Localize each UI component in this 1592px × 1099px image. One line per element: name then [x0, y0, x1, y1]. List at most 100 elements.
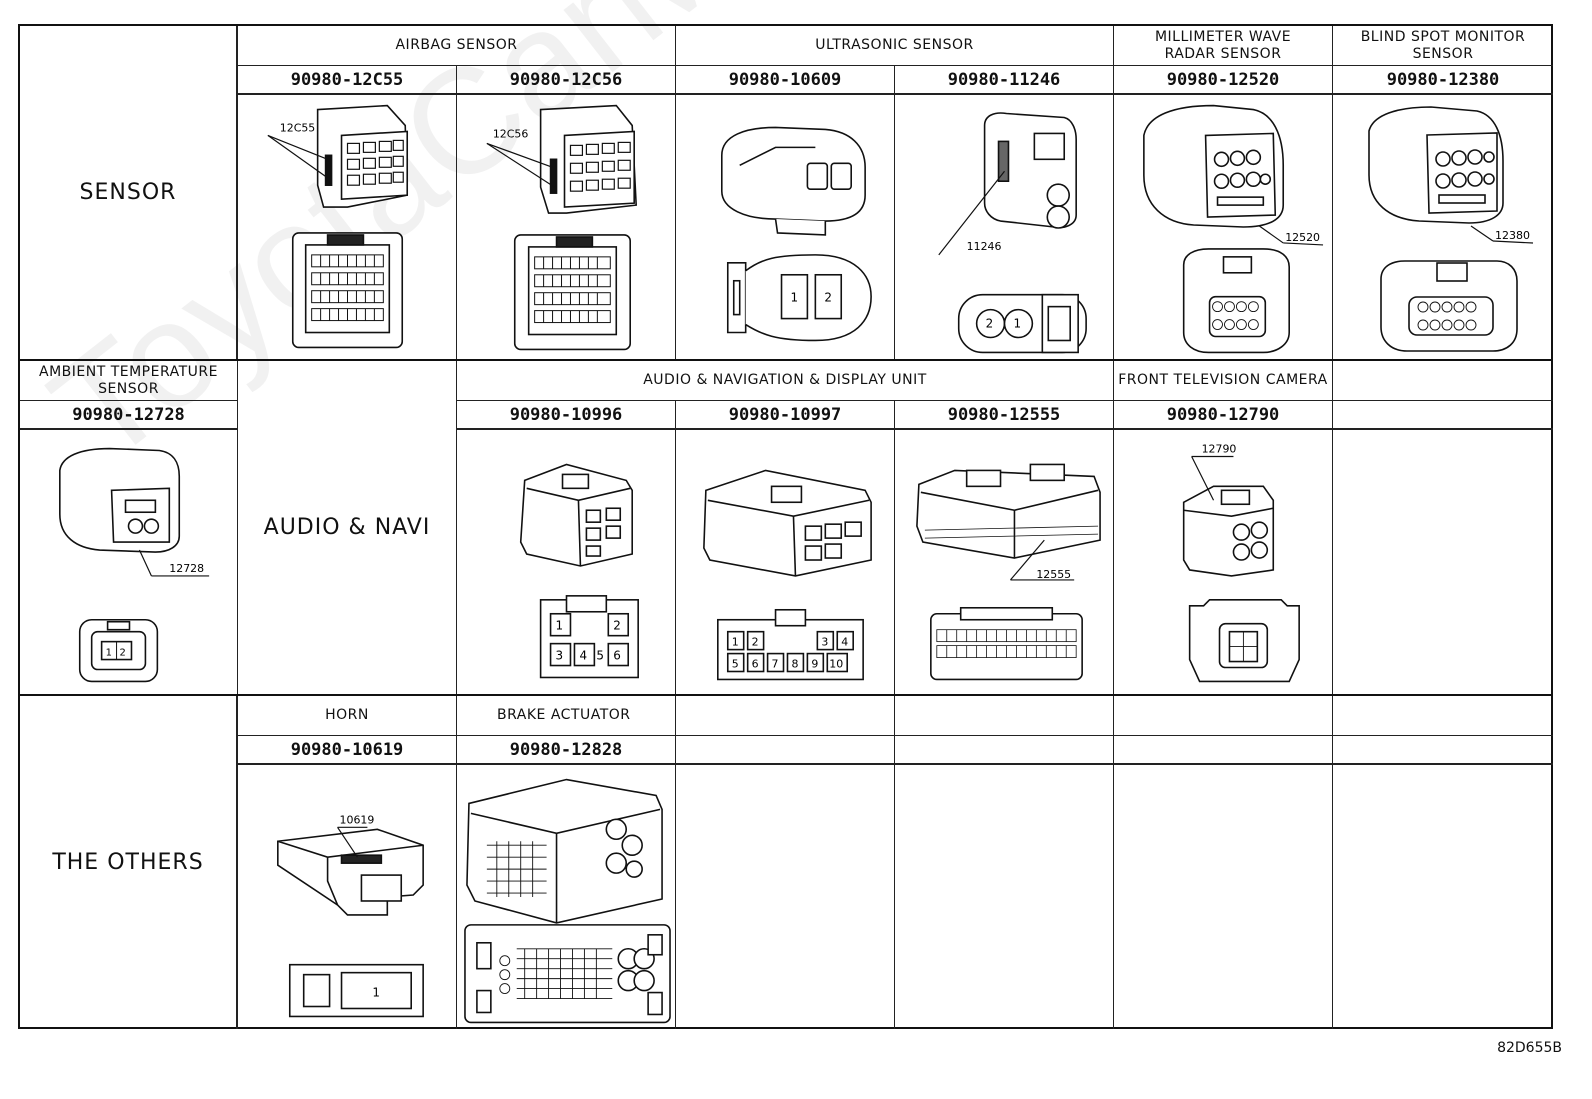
connector-drawing-12555: 12555 [895, 430, 1114, 694]
callout-12380: 12380 [1495, 229, 1530, 242]
part-number-12828: 90980-12828 [457, 736, 676, 765]
connector-10997-icon: 1 2 3 4 5 6 7 8 9 10 [703, 469, 872, 681]
empty-part-cell [676, 736, 895, 765]
connector-drawing-12380: 12380 [1333, 95, 1553, 359]
callout-10619: 10619 [340, 813, 375, 826]
category-audio-navi: AUDIO & NAVI [238, 361, 457, 694]
empty-image-cell [1333, 430, 1553, 694]
pin-9: 9 [811, 658, 818, 671]
pin-1: 1 [106, 648, 112, 659]
group-label: ULTRASONIC SENSOR [815, 37, 974, 53]
group-airbag-sensor: AIRBAG SENSOR [238, 26, 676, 66]
empty-group-cell [676, 696, 895, 736]
connector-12520-icon: 12520 [1143, 104, 1324, 354]
callout-12c56: 12C56 [493, 127, 529, 140]
pin-2: 2 [824, 291, 832, 305]
connector-drawing-12728: 12728 1 2 [20, 430, 238, 694]
connector-drawing-12c56: 12C56 [457, 95, 676, 359]
connector-drawing-10619: 10619 1 [238, 765, 457, 1029]
group-label: BLIND SPOT MONITOR SENSOR [1360, 28, 1526, 62]
pin-1: 1 [732, 636, 739, 649]
group-audio-navigation-display: AUDIO & NAVIGATION & DISPLAY UNIT [457, 361, 1114, 401]
callout-12c55: 12C55 [280, 121, 315, 134]
pin-6: 6 [613, 649, 621, 663]
part-number-12520: 90980-12520 [1114, 66, 1333, 95]
category-the-others: THE OTHERS [20, 696, 238, 1029]
empty-image-cell [676, 765, 895, 1029]
group-mmwave-sensor: MILLIMETER WAVE RADAR SENSOR [1114, 26, 1333, 66]
connector-10996-icon: 1 2 3 4 5 6 [519, 463, 639, 679]
pin-6: 6 [752, 658, 759, 671]
connector-drawing-10609: 1 2 [676, 95, 895, 359]
part-number-12555: 90980-12555 [895, 401, 1114, 430]
connector-12790-icon: 12790 [1182, 443, 1300, 683]
callout-12520: 12520 [1285, 231, 1320, 244]
pin-4: 4 [579, 649, 587, 663]
empty-image-cell [895, 765, 1114, 1029]
group-label: AMBIENT TEMPERATURE SENSOR [39, 363, 218, 397]
part-number-12728: 90980-12728 [20, 401, 238, 430]
connector-drawing-12c55: 12C55 [238, 95, 457, 359]
pin-2: 2 [613, 619, 621, 633]
row-divider [20, 359, 1551, 361]
empty-part-cell [895, 736, 1114, 765]
category-label: SENSOR [79, 180, 177, 205]
group-label: HORN [325, 707, 369, 723]
pin-1: 1 [790, 291, 798, 305]
part-number-11246: 90980-11246 [895, 66, 1114, 95]
pin-3: 3 [556, 649, 564, 663]
part-number-12790: 90980-12790 [1114, 401, 1333, 430]
drawing-code: 82D655B [1497, 1040, 1562, 1056]
empty-image-cell [1333, 765, 1553, 1029]
empty-group-cell [1333, 696, 1553, 736]
category-sensor: SENSOR [20, 26, 238, 359]
pin-4: 4 [841, 636, 848, 649]
part-number-12380: 90980-12380 [1333, 66, 1553, 95]
connector-12728-icon: 12728 1 2 [59, 447, 210, 683]
connector-10609-icon: 1 2 [720, 126, 872, 342]
pin-1: 1 [1013, 317, 1021, 331]
pin-5: 5 [732, 658, 739, 671]
pin-2: 2 [986, 317, 994, 331]
connector-table: SENSOR AIRBAG SENSOR ULTRASONIC SENSOR M… [18, 24, 1553, 1029]
pin-8: 8 [791, 658, 798, 671]
connector-drawing-10996: 1 2 3 4 5 6 [457, 430, 676, 694]
connector-drawing-12828 [457, 765, 676, 1029]
part-number-10609: 90980-10609 [676, 66, 895, 95]
empty-image-cell [1114, 765, 1333, 1029]
connector-drawing-12790: 12790 [1114, 430, 1333, 694]
connector-drawing-10997: 1 2 3 4 5 6 7 8 9 10 [676, 430, 895, 694]
pin-2: 2 [120, 648, 126, 659]
group-blindspot-sensor: BLIND SPOT MONITOR SENSOR [1333, 26, 1553, 66]
connector-12380-icon: 12380 [1368, 106, 1534, 352]
pin-3: 3 [821, 636, 828, 649]
group-label: AUDIO & NAVIGATION & DISPLAY UNIT [643, 372, 927, 388]
group-ultrasonic-sensor: ULTRASONIC SENSOR [676, 26, 1114, 66]
group-front-camera: FRONT TELEVISION CAMERA [1114, 361, 1333, 401]
connector-drawing-12520: 12520 [1114, 95, 1333, 359]
pin-5: 5 [596, 649, 604, 663]
row-divider [20, 694, 1551, 696]
pin-2: 2 [752, 636, 759, 649]
group-label: MILLIMETER WAVE RADAR SENSOR [1154, 28, 1292, 62]
part-number-12c56: 90980-12C56 [457, 66, 676, 95]
part-number-10619: 90980-10619 [238, 736, 457, 765]
empty-group-cell [895, 696, 1114, 736]
pin-7: 7 [772, 658, 779, 671]
part-number-10996: 90980-10996 [457, 401, 676, 430]
connector-12c56-icon: 12C56 [486, 104, 638, 351]
callout-11246: 11246 [967, 240, 1002, 253]
part-number-10997: 90980-10997 [676, 401, 895, 430]
callout-12790: 12790 [1202, 443, 1237, 456]
group-label: FRONT TELEVISION CAMERA [1118, 372, 1328, 388]
category-label: AUDIO & NAVI [263, 515, 431, 540]
group-label: BRAKE ACTUATOR [497, 707, 631, 723]
empty-group-cell [1333, 361, 1553, 401]
group-brake-actuator: BRAKE ACTUATOR [457, 696, 676, 736]
pin-1: 1 [372, 986, 380, 1000]
connector-12555-icon: 12555 [916, 463, 1101, 681]
connector-10619-icon: 10619 1 [277, 813, 424, 1018]
group-horn: HORN [238, 696, 457, 736]
empty-part-cell [1333, 401, 1553, 430]
group-ambient-sensor: AMBIENT TEMPERATURE SENSOR [20, 361, 238, 401]
